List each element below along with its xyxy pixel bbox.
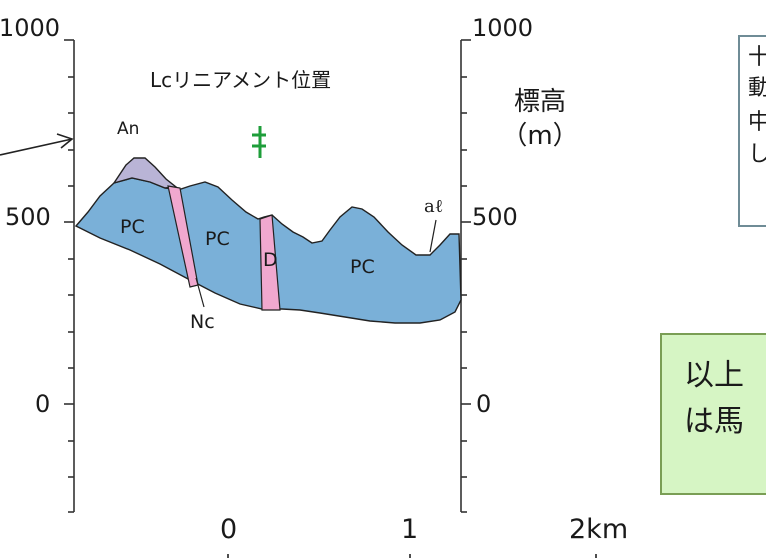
note-box: 十 動 中 し [738, 35, 766, 227]
axis-title-line-2: （m） [501, 120, 579, 151]
pointer-arrow [0, 133, 74, 156]
left-axis-ticks [64, 39, 74, 513]
axis-title-line-1: 標高 [513, 87, 566, 117]
conclusion-line-1: 以上 [684, 358, 744, 393]
an-unit [112, 157, 178, 189]
unit-label-pc-3: PC [350, 256, 375, 278]
right-tick-0: 0 [476, 390, 492, 418]
right-tick-500: 500 [472, 203, 518, 231]
note-line-3: 中 [748, 110, 766, 135]
elevation-axis-title: 標高 （m） [500, 86, 580, 154]
unit-label-nc: Nc [190, 311, 215, 333]
distance-label-2km: 2km [569, 514, 629, 545]
left-tick-1000: 1000 [0, 14, 60, 42]
conclusion-box: 以上 は馬 [660, 333, 766, 495]
note-line-4: し [748, 142, 766, 167]
distance-label-1: 1 [401, 514, 419, 545]
unit-label-al: aℓ [424, 196, 444, 217]
right-axis-ticks [461, 39, 471, 513]
left-tick-0: 0 [35, 390, 51, 418]
al-leader-line [429, 219, 437, 253]
unit-label-an: An [117, 119, 140, 139]
distance-scale [227, 554, 597, 558]
nc-leader-line [195, 277, 205, 308]
lineament-label: Lcリニアメント位置 [150, 68, 332, 92]
unit-label-pc-1: PC [120, 216, 145, 238]
left-tick-500: 500 [5, 203, 51, 231]
unit-label-d: D [263, 249, 278, 271]
note-line-1: 十 [748, 45, 766, 70]
right-tick-1000: 1000 [472, 14, 534, 42]
lc-lineament-marker [252, 126, 266, 158]
note-line-2: 動 [748, 76, 766, 101]
unit-label-pc-2: PC [205, 228, 230, 250]
conclusion-line-2: は馬 [684, 404, 744, 439]
d-dike [259, 214, 281, 311]
distance-label-0: 0 [220, 514, 238, 545]
